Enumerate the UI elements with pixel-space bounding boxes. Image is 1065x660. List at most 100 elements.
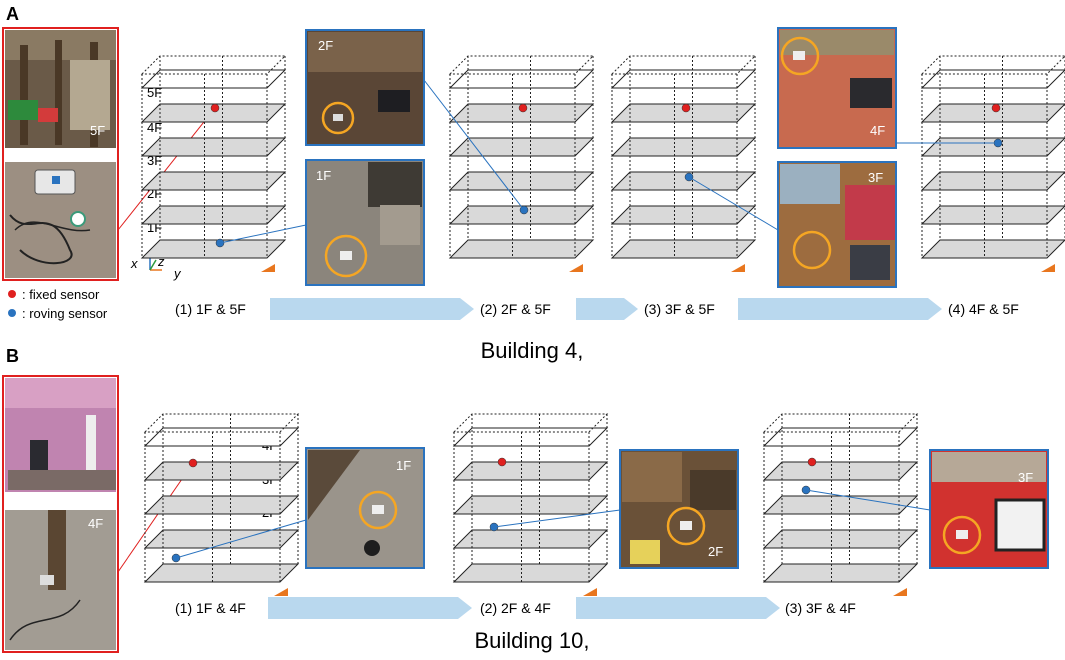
fixed-sensor bbox=[991, 103, 1001, 113]
building bbox=[140, 55, 287, 272]
building bbox=[452, 413, 609, 596]
floor-slab bbox=[448, 69, 595, 89]
floor-slab bbox=[448, 171, 595, 191]
floor-slab bbox=[452, 427, 609, 447]
photo-label-1f: 1F bbox=[316, 168, 331, 183]
floor-slab bbox=[143, 495, 300, 515]
fixed-sensor bbox=[497, 457, 507, 467]
orientation-marker bbox=[569, 264, 583, 272]
floor-slab bbox=[140, 239, 287, 259]
fixed-sensor bbox=[681, 103, 691, 113]
link-line bbox=[219, 224, 307, 244]
link-line bbox=[423, 79, 525, 211]
floor-slab bbox=[140, 137, 287, 157]
progress-arrow bbox=[738, 298, 942, 320]
link-line bbox=[688, 176, 779, 231]
floor-slab bbox=[452, 563, 609, 583]
floor-slab bbox=[448, 137, 595, 157]
panel-a-letter: A bbox=[6, 4, 19, 24]
photo-links bbox=[175, 79, 998, 559]
photo-label-b-4f: 4F bbox=[88, 516, 103, 531]
orientation-marker bbox=[893, 588, 907, 596]
link-line bbox=[805, 489, 931, 511]
floor-label-4f: 4F bbox=[147, 120, 162, 135]
floor-slab bbox=[762, 461, 919, 481]
floor-slab bbox=[448, 239, 595, 259]
orientation-marker bbox=[731, 264, 745, 272]
building bbox=[610, 55, 757, 272]
floor-label-5f: 5F bbox=[147, 85, 162, 100]
floor-slab bbox=[920, 239, 1065, 259]
photo-1f-a: 1F bbox=[305, 159, 425, 286]
photo-3f-b: 3F bbox=[929, 449, 1049, 569]
panel-a-reference-photo: 5F bbox=[2, 27, 119, 281]
link-line bbox=[175, 519, 307, 559]
photo-label-b-3f: 3F bbox=[1018, 470, 1033, 485]
floor-slab bbox=[762, 427, 919, 447]
photo-label-2f: 2F bbox=[318, 38, 333, 53]
floor-slab bbox=[143, 563, 300, 583]
photo-label-b-1f: 1F bbox=[396, 458, 411, 473]
floor-slab bbox=[452, 461, 609, 481]
floor-slab bbox=[920, 103, 1065, 123]
panel-b: B 4F 4F 3F 2F 1F 1F bbox=[2, 346, 1049, 653]
floor-slab bbox=[762, 529, 919, 549]
floor-label-3f: 3F bbox=[147, 153, 162, 168]
red-link-line-b bbox=[117, 462, 194, 573]
floor-slab bbox=[610, 205, 757, 225]
orientation-marker bbox=[274, 588, 288, 596]
floor-slab bbox=[452, 495, 609, 515]
progress-arrow bbox=[576, 597, 780, 619]
photo-label-b-2f: 2F bbox=[708, 544, 723, 559]
fixed-sensor bbox=[188, 458, 198, 468]
building bbox=[448, 55, 595, 272]
orientation-marker bbox=[1041, 264, 1055, 272]
floor-slab bbox=[452, 529, 609, 549]
axis-label-z: z bbox=[157, 254, 165, 269]
photo-3f-a: 3F bbox=[777, 161, 897, 288]
photo-2f-a: 2F bbox=[305, 29, 425, 146]
floor-slab bbox=[610, 171, 757, 191]
floor-slab bbox=[762, 563, 919, 583]
link-line bbox=[493, 509, 621, 528]
floor-slab bbox=[143, 529, 300, 549]
floor-slab bbox=[762, 495, 919, 515]
roof-outline bbox=[610, 55, 757, 75]
axis-label-x: x bbox=[130, 256, 138, 271]
building bbox=[920, 55, 1065, 272]
panel-b-reference-photo: 4F bbox=[2, 375, 119, 653]
photo-label-3f: 3F bbox=[868, 170, 883, 185]
progress-arrow bbox=[576, 298, 638, 320]
legend-fixed-label: : fixed sensor bbox=[22, 287, 100, 302]
panel-b-title: Building 10, bbox=[475, 628, 590, 653]
roof-outline bbox=[140, 55, 287, 75]
legend-roving-label: : roving sensor bbox=[22, 306, 108, 321]
axis-label-y: y bbox=[173, 266, 182, 281]
building bbox=[762, 413, 919, 596]
photo-1f-b: 1F bbox=[305, 447, 425, 569]
progress-arrows bbox=[268, 298, 942, 619]
fixed-sensor bbox=[210, 103, 220, 113]
floor-slab bbox=[140, 205, 287, 225]
panel-a-title: Building 4, bbox=[481, 338, 584, 363]
floor-slab bbox=[610, 69, 757, 89]
floor-slab bbox=[920, 205, 1065, 225]
red-link-line bbox=[117, 107, 216, 231]
fixed-sensor bbox=[518, 103, 528, 113]
step-a-2: (2) 2F & 5F bbox=[480, 301, 551, 317]
floor-slab bbox=[143, 461, 300, 481]
legend-fixed-dot bbox=[8, 290, 16, 298]
floor-slab bbox=[140, 69, 287, 89]
floor-slab bbox=[610, 137, 757, 157]
orientation-marker bbox=[261, 264, 275, 272]
photo-4f-a: 4F bbox=[777, 27, 897, 149]
building bbox=[143, 413, 300, 596]
floor-slab bbox=[140, 171, 287, 191]
floor-slab bbox=[143, 427, 300, 447]
floor-slab bbox=[610, 239, 757, 259]
step-a-3: (3) 3F & 5F bbox=[644, 301, 715, 317]
step-b-3: (3) 3F & 4F bbox=[785, 600, 856, 616]
progress-arrow bbox=[270, 298, 474, 320]
step-a-1: (1) 1F & 5F bbox=[175, 301, 246, 317]
